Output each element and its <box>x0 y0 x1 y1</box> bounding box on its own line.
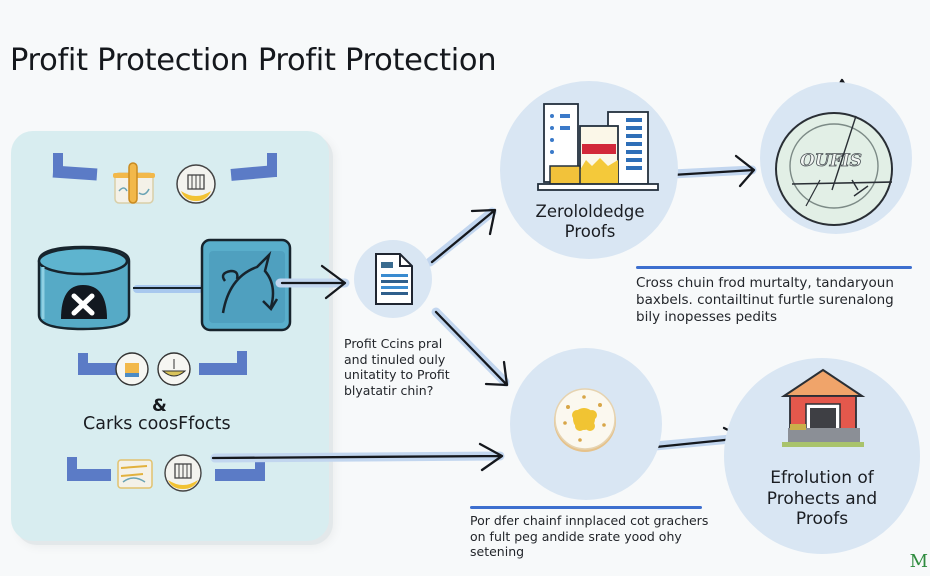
coin-icon[interactable]: OUFIS <box>772 110 900 228</box>
database-x-icon <box>37 245 131 331</box>
arrow-panel-to-gold-coin <box>211 442 504 472</box>
bottom-caption: Por dfer chainf innplaced cot grachers o… <box>470 513 709 560</box>
building-coin-icon <box>164 454 202 492</box>
bracket-left-top <box>53 153 63 177</box>
evolution-label: Efrolution of Prohects and Proofs <box>766 468 878 530</box>
house-icon[interactable] <box>778 366 868 452</box>
arrow-to-outcome-coin <box>670 154 756 188</box>
ampersand: & <box>152 396 167 416</box>
bracket-left-bottom-bar <box>67 469 111 481</box>
document-caption: Profit Ccins pral and tinuled ouly unita… <box>344 336 450 398</box>
connector-line <box>133 285 203 293</box>
gold-coin-icon[interactable] <box>550 385 620 455</box>
bracket-right-top-post <box>267 153 277 177</box>
document-map-icon <box>117 459 153 489</box>
page-title: Profit Protection Profit Protection <box>10 43 497 78</box>
cross-chain-rule <box>636 266 912 269</box>
bracket-right-mid-post <box>237 351 247 375</box>
cross-chain-caption: Cross chuin frod murtalty, tandaryoun ba… <box>636 275 894 325</box>
left-panel: & Carks coosFfocts <box>11 131 329 541</box>
bracket-left-mid-bar <box>78 363 122 375</box>
document-icon[interactable] <box>374 252 414 306</box>
bracket-right-mid-bar <box>199 363 243 375</box>
building-badge-icon <box>115 352 149 386</box>
bracket-right-bottom-post <box>255 457 265 481</box>
bottom-caption-rule <box>470 506 702 509</box>
buildings-icon[interactable] <box>536 100 660 192</box>
arrow-to-gold-coin <box>434 310 509 387</box>
watermark: M <box>909 551 928 572</box>
pencil-sign-icon <box>113 162 155 204</box>
bowl-badge-icon <box>157 352 191 386</box>
arrow-to-document <box>280 264 347 300</box>
coin-text: OUFIS <box>800 151 862 171</box>
bracket-right-bottom-bar <box>215 469 263 481</box>
connector-line-core <box>133 287 203 289</box>
left-panel-label: Carks coosFfocts <box>83 414 231 434</box>
zero-knowledge-label: Zerololdedge Proofs <box>535 202 645 242</box>
building-coin-icon <box>176 164 216 204</box>
arrow-to-zero-knowledge <box>430 208 497 264</box>
